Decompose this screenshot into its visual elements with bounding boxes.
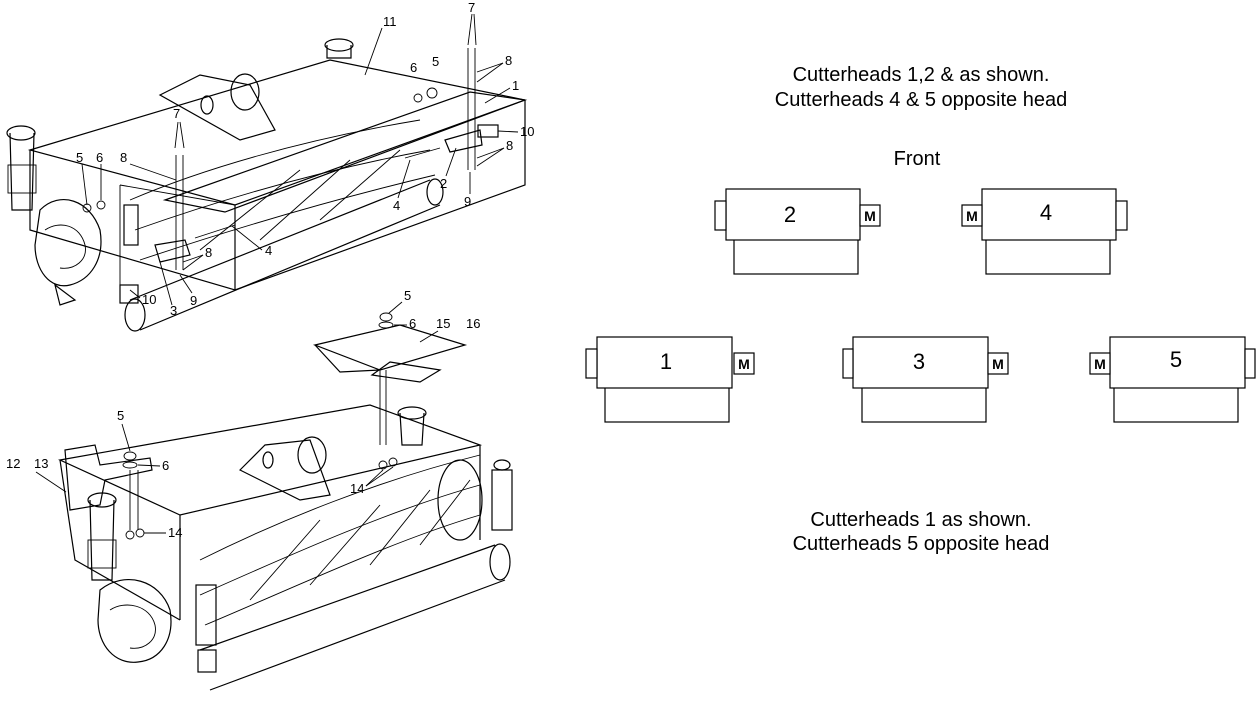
- cutterhead-1: 1 M: [585, 336, 755, 423]
- callout-8-left: 8: [120, 150, 127, 165]
- callout-14-right: 14: [350, 481, 364, 496]
- callout-11: 11: [383, 14, 397, 29]
- callout-4-right: 4: [393, 198, 400, 213]
- callout-6-left: 6: [96, 150, 103, 165]
- callout-5-top-right: 5: [432, 54, 439, 69]
- callout-1: 1: [512, 78, 519, 93]
- cutterhead-5: 5 M: [1089, 336, 1256, 423]
- cutterhead-5-motor-label: M: [1094, 356, 1106, 372]
- callout-16: 16: [466, 316, 480, 331]
- callout-14-left: 14: [168, 525, 182, 540]
- callout-5-left: 5: [76, 150, 83, 165]
- callout-8-left-lower: 8: [205, 245, 212, 260]
- callout-9-left: 9: [190, 293, 197, 308]
- callout-3: 3: [170, 303, 177, 318]
- caption-top-line1: Cutterheads 1,2 & as shown.: [793, 64, 1050, 86]
- top-cutter-assembly-drawing: [6, 38, 528, 332]
- callout-5-handle: 5: [404, 288, 411, 303]
- bottom-callout-group: 5 6 15 16 5 6 12 13 14 14: [6, 288, 480, 540]
- cutterhead-3: 3 M: [842, 336, 1009, 423]
- caption-top-line2: Cutterheads 4 & 5 opposite head: [775, 89, 1067, 111]
- caption-bottom-line1: Cutterheads 1 as shown.: [810, 509, 1031, 531]
- callout-7-top-right: 7: [468, 0, 475, 15]
- caption-bottom-line2: Cutterheads 5 opposite head: [793, 533, 1050, 555]
- cutterhead-4-number: 4: [1040, 200, 1052, 225]
- cutterhead-3-motor-label: M: [992, 356, 1004, 372]
- callout-13: 13: [34, 456, 48, 471]
- callout-8-top-right: 8: [505, 53, 512, 68]
- callout-7-left: 7: [173, 106, 180, 121]
- callout-6-handle: 6: [409, 316, 416, 331]
- callout-15: 15: [436, 316, 450, 331]
- callout-12: 12: [6, 456, 20, 471]
- top-callout-group: 11 7 6 5 8 1 10 5 6 8 7 2 8 4 9 4 8: [76, 0, 534, 318]
- callout-8-right-lower: 8: [506, 138, 513, 153]
- callout-10-left: 10: [142, 292, 156, 307]
- cutterhead-2-number: 2: [784, 202, 796, 227]
- bottom-cutter-assembly-drawing: [58, 312, 513, 691]
- cutterhead-2: 2 M: [714, 188, 881, 275]
- callout-6-bracket: 6: [162, 458, 169, 473]
- cutterhead-1-motor-label: M: [738, 356, 750, 372]
- caption-front: Front: [894, 148, 941, 170]
- cutterhead-5-number: 5: [1170, 347, 1182, 372]
- cutterhead-3-number: 3: [913, 349, 925, 374]
- callout-10-right: 10: [520, 124, 534, 139]
- callout-2: 2: [440, 176, 447, 191]
- cutterhead-4: 4 M: [961, 188, 1128, 275]
- callout-4-left: 4: [265, 243, 272, 258]
- callout-6-top-right: 6: [410, 60, 417, 75]
- cutterhead-4-motor-label: M: [966, 208, 978, 224]
- callout-9-right: 9: [464, 194, 471, 209]
- cutterhead-1-number: 1: [660, 349, 672, 374]
- callout-5-bracket: 5: [117, 408, 124, 423]
- cutterhead-2-motor-label: M: [864, 208, 876, 224]
